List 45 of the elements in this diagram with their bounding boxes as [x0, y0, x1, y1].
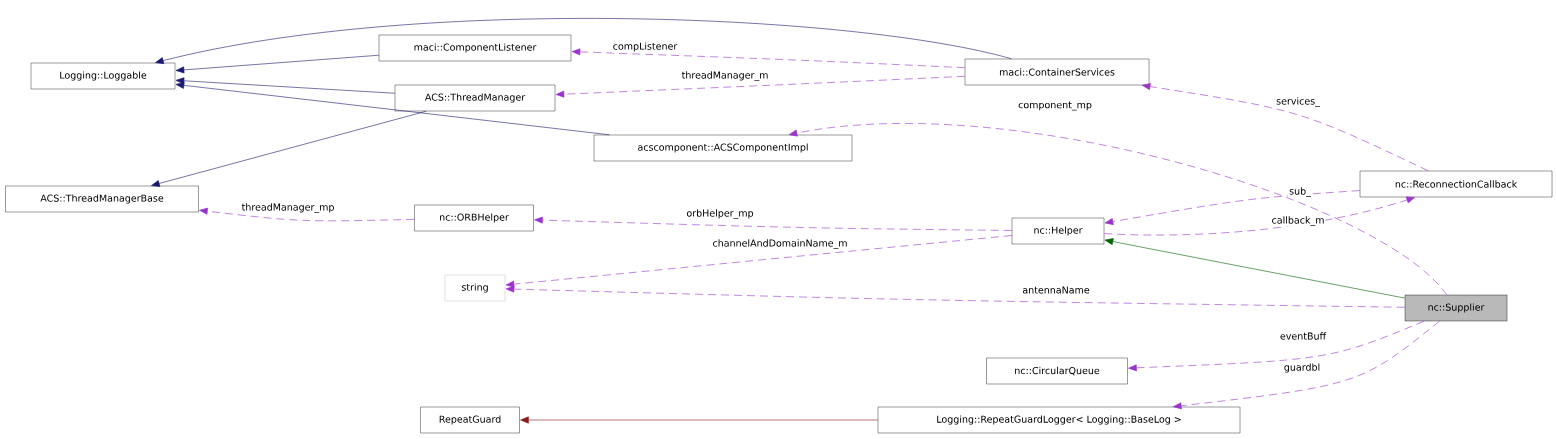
class-box: nc::ORBHelper — [414, 204, 534, 232]
class-box: Logging::Loggable — [30, 62, 176, 90]
class-box: nc::Helper — [1011, 217, 1105, 245]
edge-label: sub_ — [1288, 186, 1312, 198]
arrow — [199, 207, 415, 222]
arrow — [151, 110, 427, 187]
edge-label: callback_m — [1270, 215, 1326, 227]
edge-label: channelAndDomainName_m — [711, 238, 849, 250]
arrow — [175, 81, 610, 136]
arrow — [788, 123, 1448, 296]
edge-label: component_mp — [1017, 100, 1093, 112]
edge-label: antennaName — [1021, 285, 1091, 295]
edge-label: guardbl — [1282, 362, 1322, 374]
class-box: Logging::RepeatGuardLogger< Logging::BaseLog > — [877, 406, 1241, 434]
class-box: maci::ComponentListener — [378, 34, 572, 62]
edge-label: threadManager_m — [680, 70, 770, 82]
arrow — [155, 18, 1012, 64]
arrow — [1103, 196, 1415, 236]
edge-label: compListener — [611, 41, 679, 53]
edge-label: threadManager_mp — [240, 202, 336, 214]
class-box: string — [444, 274, 506, 302]
class-box: nc::ReconnectionCallback — [1359, 170, 1553, 198]
class-box: RepeatGuard — [420, 406, 520, 434]
arrow — [175, 54, 380, 74]
arrow — [1128, 320, 1425, 372]
edge-label: eventBuff — [1278, 331, 1328, 341]
arrow — [555, 76, 966, 98]
arrow — [1141, 83, 1429, 172]
arrow — [505, 285, 1406, 308]
edge-label: orbHelper_mp — [685, 208, 755, 220]
edge-label: services_ — [1275, 96, 1321, 108]
class-box: maci::ContainerServices — [964, 58, 1150, 86]
arrow — [505, 235, 1013, 288]
arrow — [534, 216, 1013, 231]
arrow — [175, 77, 396, 94]
arrow — [1173, 320, 1440, 410]
arrow — [1104, 190, 1361, 225]
class-box: acscomponent::ACSComponentImpl — [593, 134, 853, 162]
class-box: ACS::ThreadManager — [394, 84, 556, 112]
class-box: nc::Supplier — [1404, 294, 1508, 322]
arrow — [571, 48, 966, 68]
class-box: ACS::ThreadManagerBase — [5, 185, 199, 213]
arrow — [1104, 238, 1406, 299]
class-box: nc::CircularQueue — [986, 357, 1128, 385]
arrow — [520, 416, 879, 424]
